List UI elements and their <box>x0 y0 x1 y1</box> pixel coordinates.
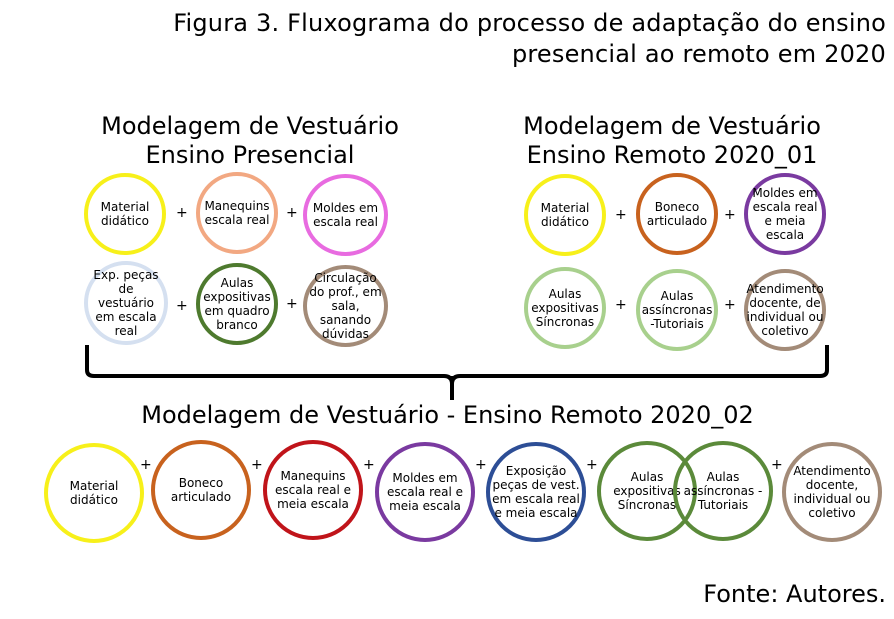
remoto01-node-boneco: Boneco articulado <box>636 173 718 255</box>
plus-sign: + <box>176 298 188 314</box>
remoto01-node-aulas-assincronas: Aulas assíncronas -Tutoriais <box>636 269 718 351</box>
plus-sign: + <box>286 205 298 221</box>
node-label: Moldes em escala real <box>312 201 379 229</box>
node-label: Moldes em escala real e meia escala <box>386 471 464 513</box>
figure-title-line-2: presencial ao remoto em 2020 <box>511 40 886 68</box>
remoto01-title-line-2: Ensino Remoto 2020_01 <box>526 141 818 169</box>
node-label: Manequins escala real <box>204 199 270 227</box>
remoto02-node-boneco: Boneco articulado <box>151 440 251 540</box>
plus-sign: + <box>724 207 736 223</box>
plus-sign: + <box>475 457 487 473</box>
figure-title-line-1: Figura 3. Fluxograma do processo de adap… <box>173 9 886 37</box>
plus-sign: + <box>724 297 736 313</box>
figure-source: Fonte: Autores. <box>703 580 886 608</box>
node-label: Circulação do prof., em sala, sanando dú… <box>309 271 382 341</box>
node-label: Boneco articulado <box>170 476 232 504</box>
plus-sign: + <box>771 457 783 473</box>
node-label: Atendimento docente, de individual ou co… <box>746 282 824 338</box>
plus-sign: + <box>615 297 627 313</box>
plus-sign: + <box>363 457 375 473</box>
remoto02-node-atendimento: Atendimento docente, individual ou colet… <box>782 442 882 542</box>
presencial-node-material: Material didático <box>84 173 166 255</box>
remoto01-node-atendimento: Atendimento docente, de individual ou co… <box>744 269 826 351</box>
plus-sign: + <box>586 457 598 473</box>
remoto02-node-aulas-assincronas: Aulas assíncronas -Tutoriais <box>673 441 773 541</box>
remoto01-node-aulas-sincronas: Aulas expositivas Síncronas <box>524 267 606 349</box>
node-label: Boneco articulado <box>646 200 708 228</box>
node-label: Aulas expositivas em quadro branco <box>203 276 271 332</box>
node-label: Aulas assíncronas -Tutoriais <box>683 470 763 512</box>
node-label: Manequins escala real e meia escala <box>274 469 352 511</box>
remoto02-title: Modelagem de Vestuário - Ensino Remoto 2… <box>141 401 754 429</box>
node-label: Material didático <box>100 200 150 228</box>
presencial-node-manequins: Manequins escala real <box>196 172 278 254</box>
plus-sign: + <box>140 457 152 473</box>
plus-sign: + <box>615 207 627 223</box>
node-label: Aulas assíncronas -Tutoriais <box>641 289 713 331</box>
remoto01-title: Modelagem de Vestuário Ensino Remoto 202… <box>482 112 862 170</box>
presencial-node-circulacao: Circulação do prof., em sala, sanando dú… <box>303 265 388 347</box>
plus-sign: + <box>286 296 298 312</box>
presencial-node-exp-pecas: Exp. peças de vestuário em escala real <box>84 261 168 345</box>
presencial-node-moldes: Moldes em escala real <box>303 174 388 256</box>
remoto02-node-manequins: Manequins escala real e meia escala <box>263 440 363 540</box>
figure-title: Figura 3. Fluxograma do processo de adap… <box>173 8 886 70</box>
remoto02-node-exposicao: Exposição peças de vest. em escala real … <box>486 442 586 542</box>
node-label: Aulas expositivas Síncronas <box>613 470 681 512</box>
remoto01-title-line-1: Modelagem de Vestuário <box>523 112 821 140</box>
node-label: Exposição peças de vest. em escala real … <box>492 464 580 520</box>
node-label: Moldes em escala real e meia escala <box>752 186 818 242</box>
node-label: Atendimento docente, individual ou colet… <box>793 464 871 520</box>
remoto01-node-material: Material didático <box>524 174 606 256</box>
remoto01-node-moldes: Moldes em escala real e meia escala <box>744 173 826 255</box>
node-label: Material didático <box>540 201 590 229</box>
presencial-title: Modelagem de Vestuário Ensino Presencial <box>60 112 440 170</box>
presencial-title-line-2: Ensino Presencial <box>145 141 355 169</box>
node-label: Aulas expositivas Síncronas <box>531 287 599 329</box>
plus-sign: + <box>176 205 188 221</box>
plus-sign: + <box>251 457 263 473</box>
node-label: Exp. peças de vestuário em escala real <box>93 268 159 338</box>
presencial-node-aulas: Aulas expositivas em quadro branco <box>196 263 278 345</box>
node-label: Material didático <box>69 479 119 507</box>
presencial-title-line-1: Modelagem de Vestuário <box>101 112 399 140</box>
remoto02-node-moldes: Moldes em escala real e meia escala <box>375 442 475 542</box>
remoto02-node-material: Material didático <box>44 443 144 543</box>
